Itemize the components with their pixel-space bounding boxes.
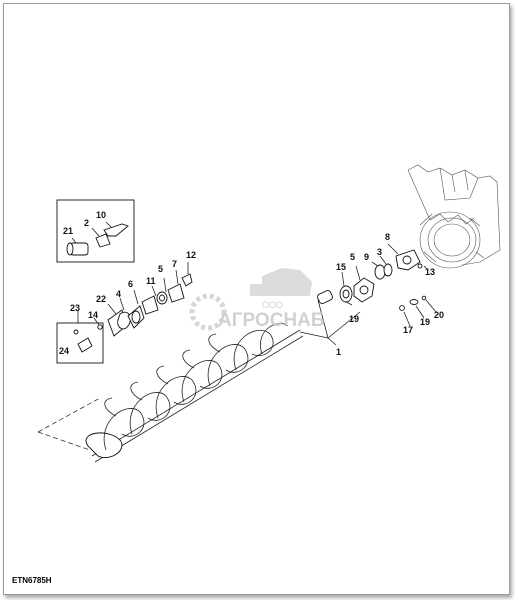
detail-box-upper bbox=[56, 199, 135, 263]
callout-7: 6 bbox=[128, 279, 133, 289]
callout-6: 5 bbox=[350, 252, 355, 262]
callout-1: 1 bbox=[336, 347, 341, 357]
callout-9: 8 bbox=[385, 232, 390, 242]
callout-20: 20 bbox=[434, 310, 444, 320]
drawing-code: ETN6785H bbox=[12, 576, 52, 585]
detail-box-lower bbox=[56, 310, 104, 364]
callout-4: 3 bbox=[377, 247, 382, 257]
callout-21: 21 bbox=[63, 226, 73, 236]
callout-22: 22 bbox=[96, 294, 106, 304]
auger-housing bbox=[407, 164, 501, 269]
callout-17: 15 bbox=[336, 262, 346, 272]
callout-14: 13 bbox=[425, 267, 435, 277]
callout-15: 14 bbox=[88, 310, 98, 320]
auger-flighting bbox=[37, 323, 304, 463]
callout-5b: 5 bbox=[158, 264, 163, 274]
callout-23: 23 bbox=[70, 303, 80, 313]
callout-1-leaders bbox=[299, 299, 361, 346]
callout-10: 9 bbox=[364, 252, 369, 262]
watermark-logo: ООО АГРОСНАБ bbox=[189, 268, 325, 331]
watermark-line2: АГРОСНАБ bbox=[218, 310, 325, 331]
callout-3: 2 bbox=[84, 218, 89, 228]
callout-19b: 19 bbox=[420, 317, 430, 327]
callout-19a: 17 bbox=[403, 325, 413, 335]
callout-2: 19 bbox=[349, 314, 359, 324]
callout-8: 7 bbox=[172, 259, 177, 269]
callout-5a: 4 bbox=[116, 289, 121, 299]
callout-12: 11 bbox=[146, 276, 156, 286]
right-drive-assembly bbox=[317, 243, 437, 327]
callout-13: 12 bbox=[186, 250, 196, 260]
left-bearing-assembly bbox=[93, 262, 193, 337]
callout-11: 10 bbox=[96, 210, 106, 220]
callout-24: 24 bbox=[59, 346, 69, 356]
callout-labels: 1 19 2 3 4 5 5 6 7 8 9 10 11 12 13 14 15… bbox=[59, 210, 444, 357]
watermark-line1: ООО bbox=[262, 300, 283, 310]
